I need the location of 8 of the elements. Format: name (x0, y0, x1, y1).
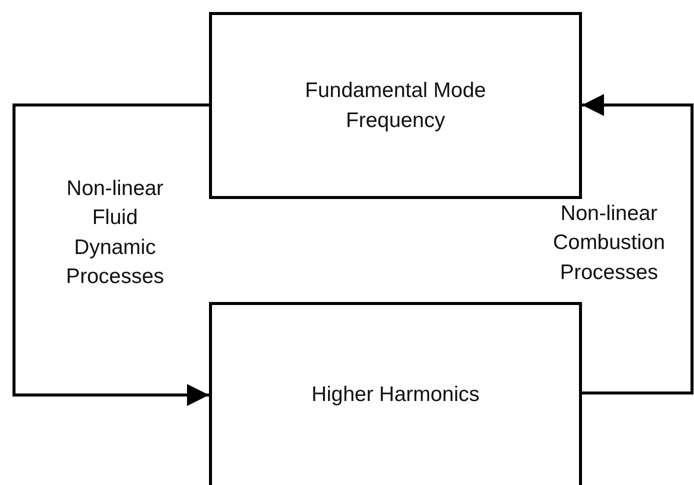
edge-label: Non-linear Combustion Processes (552, 201, 666, 286)
box-label: Fundamental Mode Frequency (304, 78, 487, 134)
box-label: Higher Harmonics (311, 382, 480, 408)
process-box (209, 12, 582, 199)
arrow (12, 104, 209, 406)
arrow (582, 94, 694, 394)
process-box (209, 302, 582, 485)
edge-label: Non-linear Fluid Dynamic Processes (64, 176, 166, 290)
